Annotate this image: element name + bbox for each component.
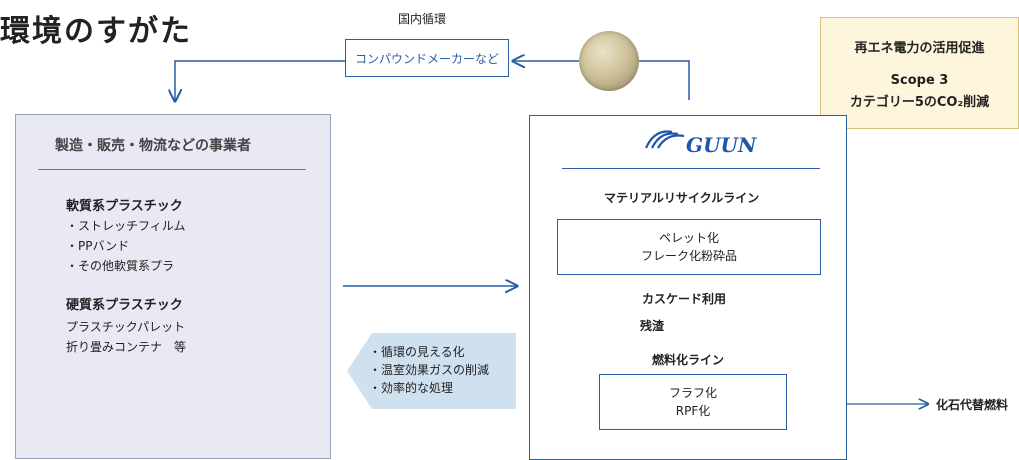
soft-item: ・ストレッチフィルム (66, 219, 186, 233)
benefit-item: ・効率的な処理 (369, 381, 454, 395)
renewable-line-1: 再エネ電力の活用促進 (854, 41, 985, 56)
heading-divider (38, 169, 306, 170)
soft-item: ・PPバンド (66, 239, 130, 253)
soft-item: ・その他軟質系プラ (66, 259, 175, 273)
pellet-process-box: ペレット化 フレーク化粉砕品 (557, 219, 821, 275)
business-operators-heading: 製造・販売・物流などの事業者 (55, 138, 251, 154)
fuel-line-label: 燃料化ライン (652, 353, 725, 367)
hard-item: 折り畳みコンテナ 等 (66, 340, 187, 354)
guun-logo-icon (644, 130, 685, 149)
logo-divider (562, 168, 820, 169)
return-line-right (639, 60, 690, 100)
fluff-rpf-box: フラフ化 RPF化 (599, 374, 787, 430)
benefits-list: ・循環の見える化 ・温室効果ガスの削減 ・効率的な処理 (369, 343, 489, 397)
pellet-process-line: ペレット化 (658, 231, 719, 245)
residue-label: 残渣 (640, 319, 665, 333)
compound-maker-label: コンパウンドメーカーなど (354, 51, 499, 66)
renewable-line-3: カテゴリー5のCO₂削減 (849, 95, 990, 110)
renewable-line-2: Scope 3 (890, 73, 949, 88)
soft-plastic-title: 軟質系プラスチック (66, 199, 183, 214)
fluff-process-line: フラフ化 (668, 386, 717, 400)
guun-recycling-box (529, 115, 847, 460)
cascade-use-label: カスケード利用 (642, 292, 727, 306)
pellet-photo (579, 31, 639, 91)
hard-item: プラスチックパレット (66, 320, 186, 334)
renewable-energy-box: 再エネ電力の活用促進 Scope 3 カテゴリー5のCO₂削減 (820, 17, 1019, 129)
pellet-process-line: フレーク化粉砕品 (640, 249, 737, 263)
compound-maker-box: コンパウンドメーカーなど (345, 39, 509, 77)
material-recycling-line-label: マテリアルリサイクルライン (604, 191, 760, 205)
benefit-item: ・循環の見える化 (369, 345, 465, 359)
benefit-arrow-shape (347, 333, 516, 409)
arrow-to-left-box (175, 60, 345, 101)
fluff-process-line: RPF化 (675, 404, 711, 418)
guun-logo-text: GUUN (686, 133, 757, 157)
domestic-cycle-label: 国内循環 (398, 12, 447, 26)
business-operators-box (15, 114, 331, 459)
hard-plastic-title: 硬質系プラスチック (66, 298, 183, 313)
benefit-item: ・温室効果ガスの削減 (369, 363, 490, 377)
fossil-fuel-alternative-label: 化石代替燃料 (936, 398, 1009, 412)
page-title: 環境のすがた (0, 14, 192, 49)
